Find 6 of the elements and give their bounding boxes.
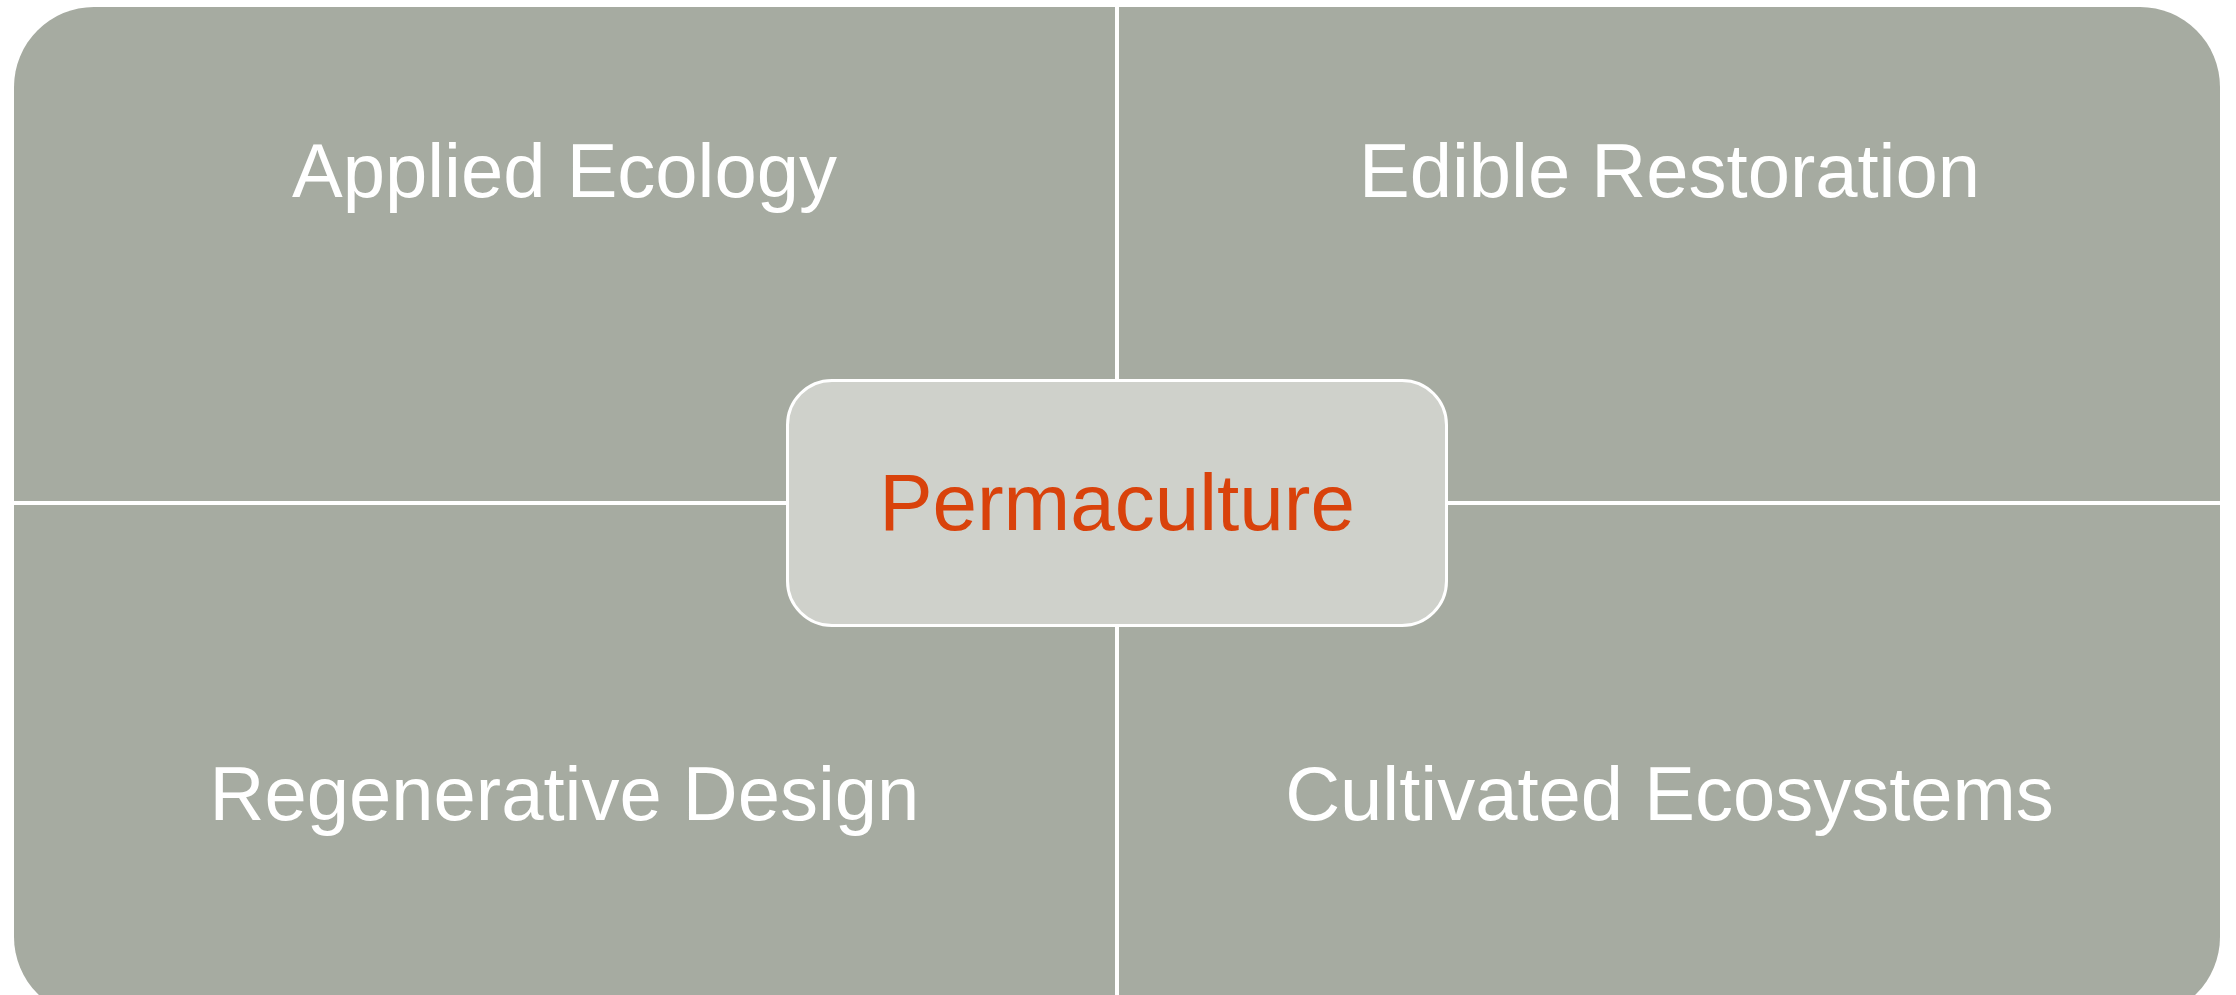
quadrant-label: Regenerative Design — [209, 750, 920, 837]
center-box — [786, 379, 1448, 627]
quadrant-label: Edible Restoration — [1359, 127, 1980, 214]
quadrant-label: Cultivated Ecosystems — [1285, 750, 2054, 837]
center-label: Permaculture — [879, 457, 1355, 549]
quadrant-label: Applied Ecology — [292, 127, 837, 214]
